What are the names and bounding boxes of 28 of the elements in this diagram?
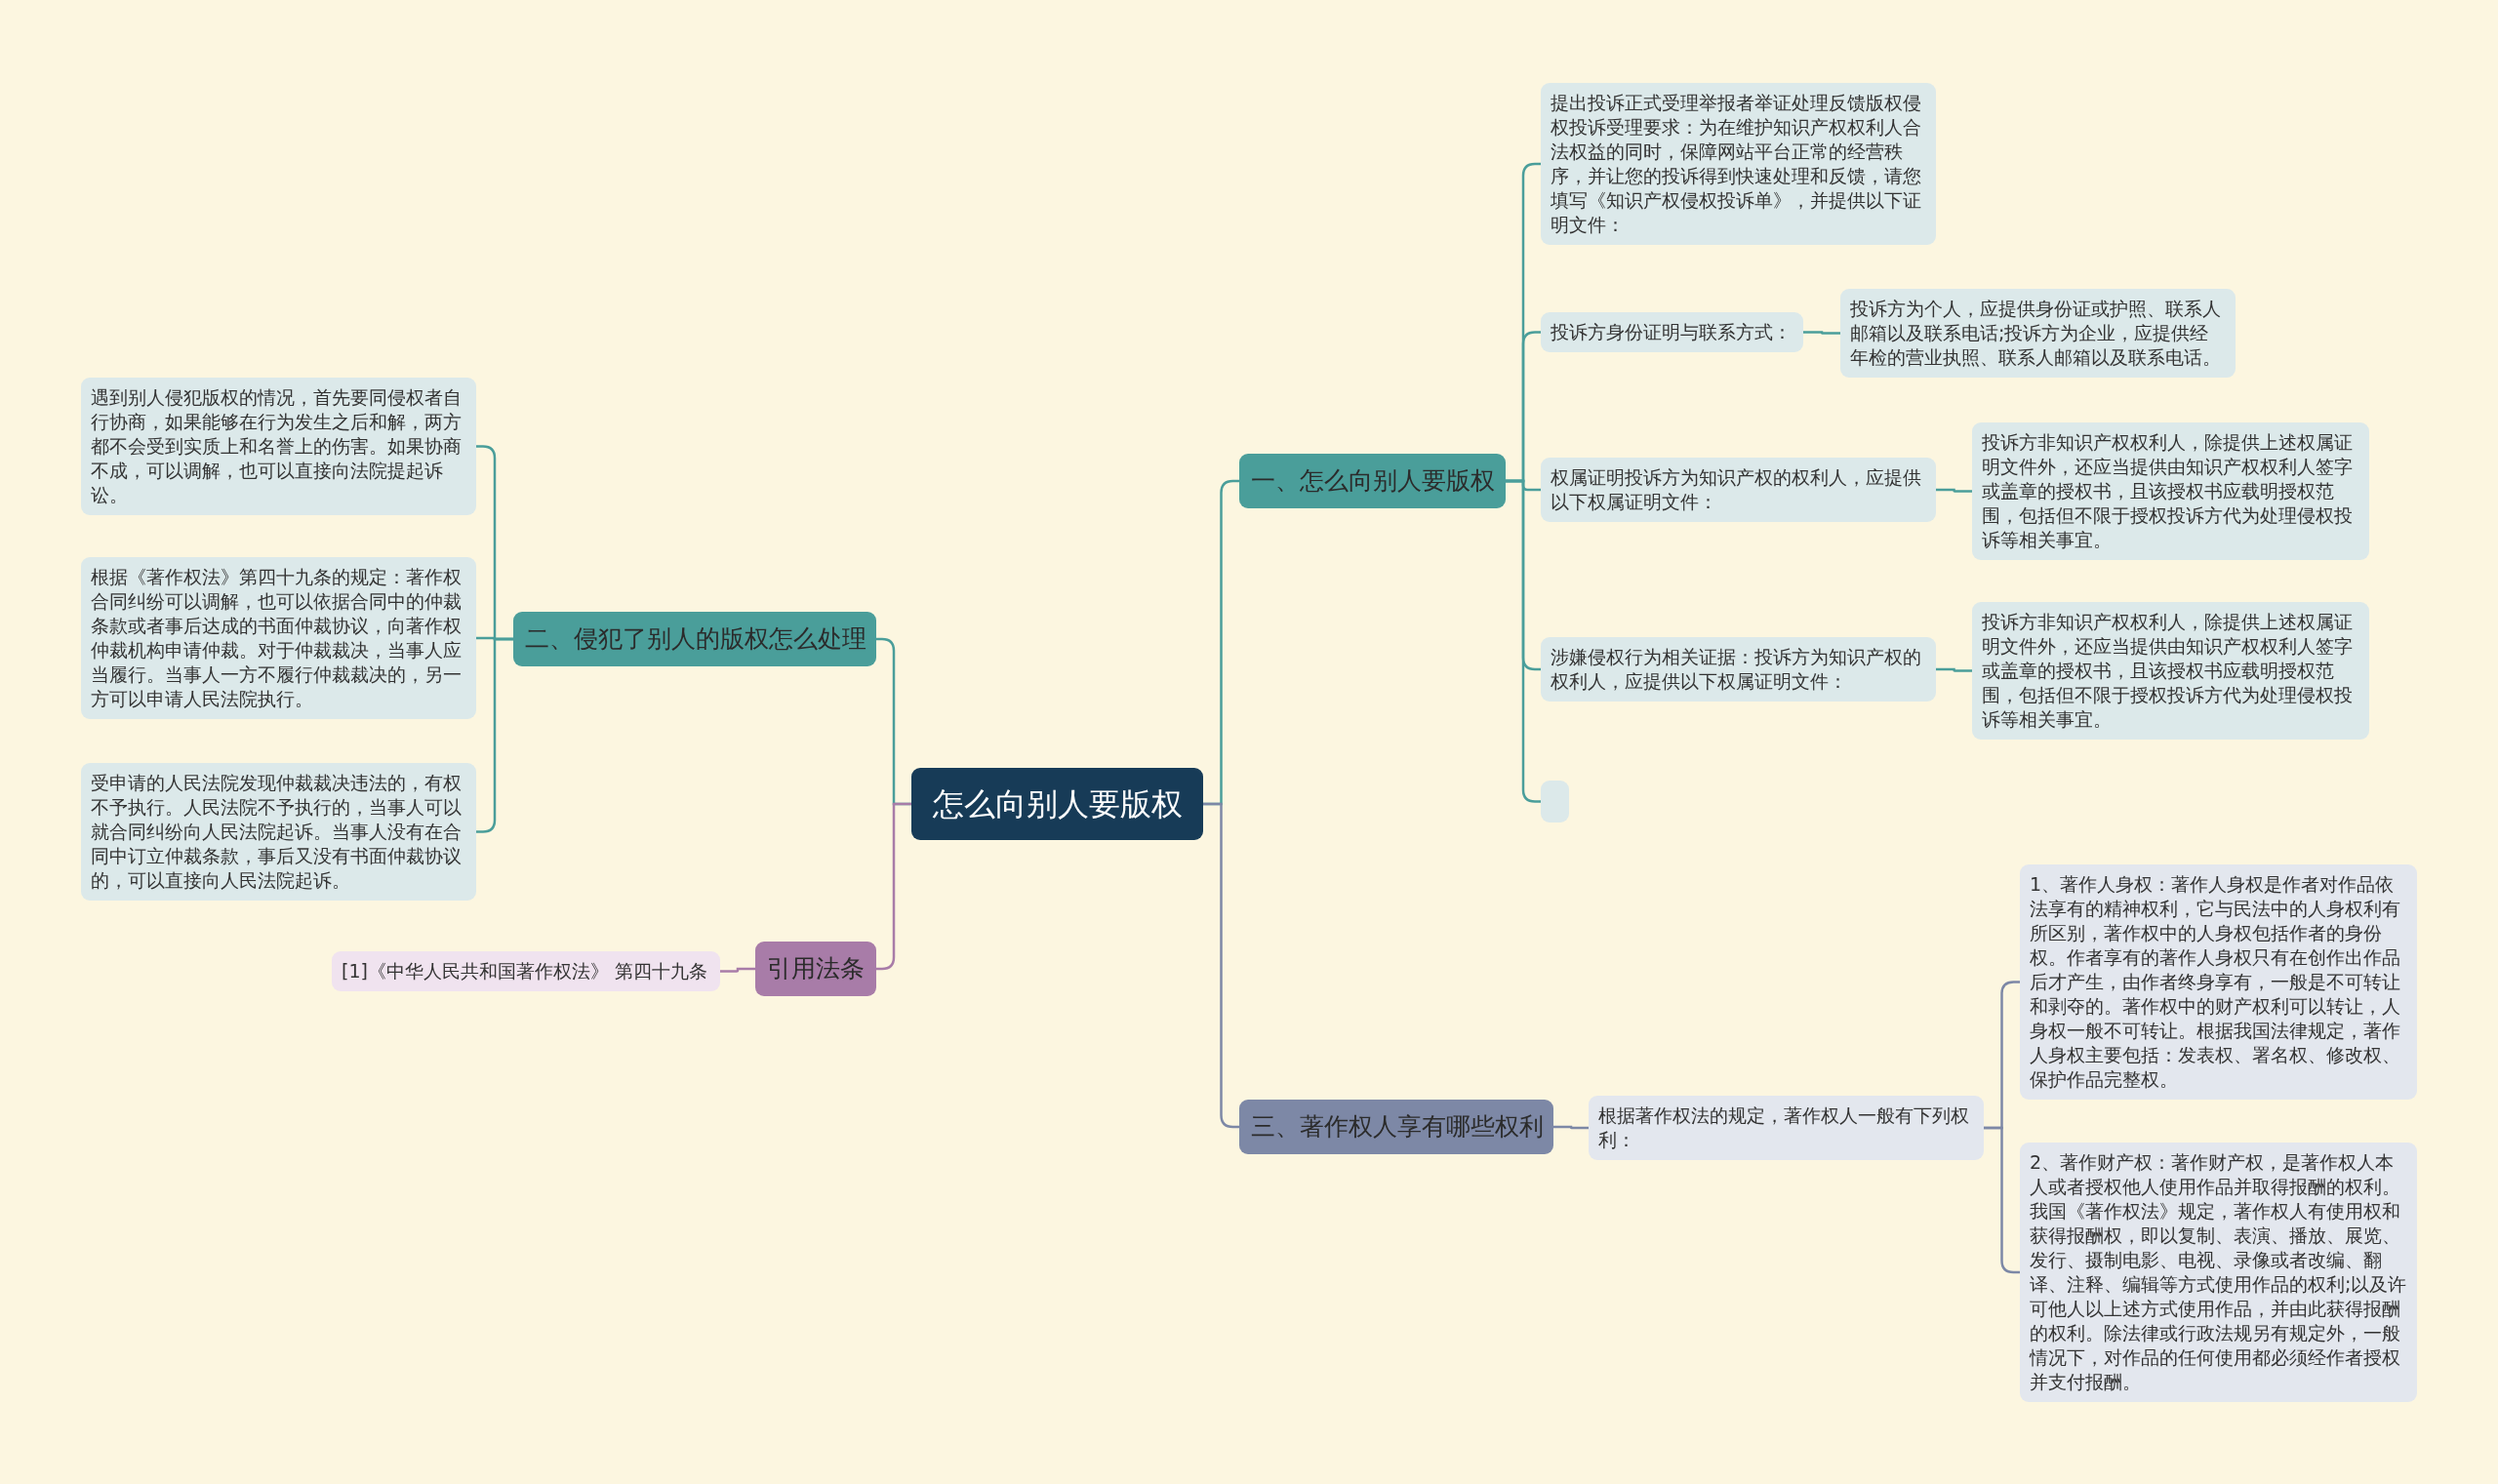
- text-box: 投诉方为个人，应提供身份证或护照、联系人邮箱以及联系电话;投诉方为企业，应提供经年检的营业执照、联系人邮箱以及联系电话。: [1840, 289, 2236, 378]
- branch-topic-box: 二、侵犯了别人的版权怎么处理: [513, 612, 876, 666]
- central-topic-box: 怎么向别人要版权: [911, 768, 1203, 840]
- text-box: 2、著作财产权：著作财产权，是著作权人本人或者授权他人使用作品并取得报酬的权利。我国《著作权法》规定，著作权人有使用权和获得报酬权，即以复制、表演、播放、展览、发行、摄制电影、电视、录像或者改编、翻译、注释、编辑等方式使用作品的权利;以及许可他人以上述方式使用作品，并由此获得报酬的权利。除法律或行政法规另有规定外，一般情况下，对作品的任何使用都必须经作者授权并支付报酬。: [2020, 1143, 2417, 1402]
- text-box: 提出投诉正式受理举报者举证处理反馈版权侵权投诉受理要求：为在维护知识产权权利人合法权益的同时，保障网站平台正常的经营秩序，并让您的投诉得到快速处理和反馈，请您填写《知识产权侵权投诉单》，并提供以下证明文件：: [1541, 83, 1936, 245]
- connector-line: [1803, 331, 1840, 335]
- text-box: 投诉方非知识产权权利人，除提供上述权属证明文件外，还应当提供由知识产权权利人签字或盖章的授权书，且该授权书应载明授权范围，包括但不限于授权投诉方代为处理侵权投诉等相关事宜。: [1972, 602, 2369, 740]
- text-box: 1、著作人身权：著作人身权是作者对作品依法享有的精神权利，它与民法中的人身权利有所区别，著作权中的人身权包括作者的身份权。作者享有的著作人身权只有在创作出作品后才产生，由作者终身享有，一般是不可转让和剥夺的。著作权中的财产权利可以转让，人身权一般不可转让。根据我国法律规定，著作人身权主要包括：发表权、署名权、修改权、保护作品完整权。: [2020, 864, 2417, 1100]
- text-box: 根据《著作权法》第四十九条的规定：著作权合同纠纷可以调解，也可以依据合同中的仲裁条款或者事后达成的书面仲裁协议，向著作权仲裁机构申请仲裁。对于仲裁裁决，当事人应当履行。当事人一方不履行仲裁裁决的，另一方可以申请人民法院执行。: [81, 557, 476, 719]
- text-box: 投诉方身份证明与联系方式：: [1541, 312, 1803, 352]
- connector-line: [1936, 667, 1972, 672]
- connector-line: [476, 637, 513, 833]
- connector-line: [1203, 802, 1239, 1129]
- branch-topic-box: 引用法条: [755, 942, 876, 996]
- branch-topic-box: 一、怎么向别人要版权: [1239, 454, 1506, 508]
- text-box: 受申请的人民法院发现仲裁裁决违法的，有权不予执行。人民法院不予执行的，当事人可以就合同纠纷向人民法院起诉。当事人没有在合同中订立仲裁条款，事后又没有书面仲裁协议的，可以直接向人民法院起诉。: [81, 763, 476, 901]
- text-box: 权属证明投诉方为知识产权的权利人，应提供以下权属证明文件：: [1541, 458, 1936, 522]
- connector-line: [1984, 1126, 2020, 1274]
- branch-topic-box: 三、著作权人享有哪些权利: [1239, 1100, 1553, 1154]
- connector-line: [1553, 1125, 1589, 1130]
- text-box: [1]《中华人民共和国著作权法》 第四十九条: [332, 951, 720, 991]
- text-box: 遇到别人侵犯版权的情况，首先要同侵权者自行协商，如果能够在行为发生之后和解，两方都不会受到实质上和名誉上的伤害。如果协商不成，可以调解，也可以直接向法院提起诉讼。: [81, 378, 476, 515]
- text-box: 根据著作权法的规定，著作权人一般有下列权利：: [1589, 1096, 1984, 1160]
- connector-line: [720, 967, 755, 973]
- connector-line: [1936, 488, 1972, 493]
- text-box: 投诉方非知识产权权利人，除提供上述权属证明文件外，还应当提供由知识产权权利人签字或盖章的授权书，且该授权书应载明授权范围，包括但不限于授权投诉方代为处理侵权投诉等相关事宜。: [1972, 422, 2369, 560]
- empty-box: [1541, 781, 1569, 822]
- text-box: 涉嫌侵权行为相关证据：投诉方为知识产权的权利人，应提供以下权属证明文件：: [1541, 637, 1936, 702]
